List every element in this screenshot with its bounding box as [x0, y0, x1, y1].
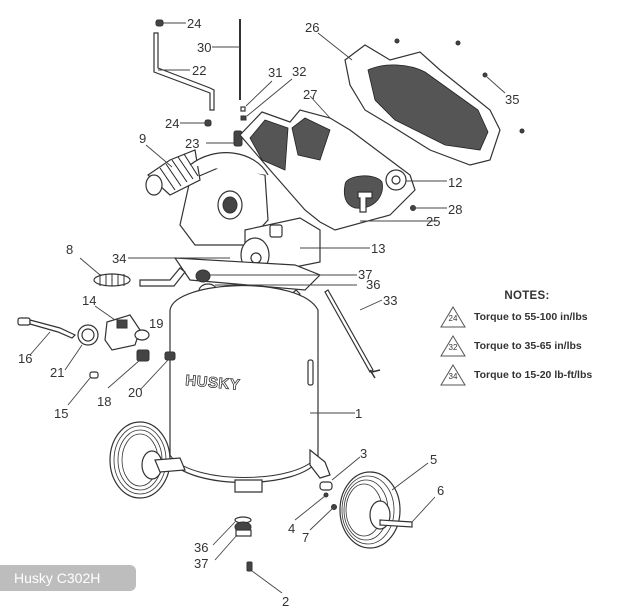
power-cord-16	[17, 317, 77, 356]
notes-panel: NOTES: 24 Torque to 55-100 in/lbs 32 Tor…	[440, 290, 624, 389]
belt-guard-front-26	[317, 32, 501, 166]
notes-title: NOTES:	[504, 290, 550, 302]
callout-33: 33	[383, 293, 397, 308]
leader-lines-right	[360, 180, 447, 222]
callout-20: 20	[128, 385, 142, 400]
base-plate-34	[128, 257, 322, 291]
drain-valve-2	[246, 561, 283, 594]
part-19	[134, 329, 150, 341]
fitting-20	[139, 351, 176, 391]
note-text: Torque to 55-100 in/lbs	[474, 310, 588, 323]
callout-36: 36	[366, 277, 380, 292]
tube-22	[153, 32, 215, 111]
axle-6	[379, 496, 436, 528]
note-item: 32 Torque to 35-65 in/lbs	[440, 331, 624, 360]
callout-19: 19	[149, 316, 163, 331]
parts-31-32	[240, 78, 293, 121]
callout-8: 8	[66, 242, 73, 257]
callout-15: 15	[54, 406, 68, 421]
callout-9: 9	[139, 131, 146, 146]
callout-2: 2	[282, 594, 289, 609]
pump-head-9	[145, 144, 269, 246]
callout-37: 37	[358, 267, 372, 282]
fitting-18	[107, 349, 150, 389]
note-ref: 24	[448, 313, 458, 323]
belt-guard-back-27	[239, 95, 416, 231]
nut-24-mid	[180, 119, 212, 127]
hose-33	[324, 289, 383, 379]
fitting-23	[206, 130, 243, 147]
callout-36: 36	[194, 540, 208, 555]
note-item: 34 Torque to 15-20 lb-ft/lbs	[440, 360, 624, 389]
callout-30: 30	[197, 40, 211, 55]
nut-7	[309, 504, 337, 531]
triangle-icon: 24	[440, 305, 466, 328]
callout-1: 1	[355, 406, 362, 421]
model-caption: Husky C302H	[0, 565, 136, 591]
foot-3	[319, 456, 361, 491]
nut-24-top	[155, 19, 186, 27]
brand-label: HUSKY	[185, 372, 241, 394]
callout-27: 27	[303, 87, 317, 102]
triangle-icon: 34	[440, 363, 466, 386]
pressure-switch-14	[94, 305, 141, 351]
note-ref: 34	[448, 371, 458, 381]
callout-37: 37	[194, 556, 208, 571]
note-item: 24 Torque to 55-100 in/lbs	[440, 302, 624, 331]
callout-22: 22	[192, 63, 206, 78]
callout-21: 21	[50, 365, 64, 380]
callout-18: 18	[97, 394, 111, 409]
callout-28: 28	[448, 202, 462, 217]
callout-4: 4	[288, 521, 295, 536]
drain-fittings-36-37	[212, 516, 252, 561]
callout-24: 24	[165, 116, 179, 131]
note-text: Torque to 35-65 in/lbs	[474, 339, 582, 352]
tank-1: HUSKY	[169, 285, 355, 493]
callout-12: 12	[448, 175, 462, 190]
callout-5: 5	[430, 452, 437, 467]
wheel-left	[109, 421, 186, 499]
screws-35	[394, 38, 525, 134]
callout-32: 32	[292, 64, 306, 79]
gauge-21	[64, 324, 99, 371]
note-ref: 32	[448, 342, 458, 352]
callout-3: 3	[360, 446, 367, 461]
callout-7: 7	[302, 530, 309, 545]
wheel-5	[339, 462, 429, 549]
callout-14: 14	[82, 293, 96, 308]
triangle-icon: 32	[440, 334, 466, 357]
callout-34: 34	[112, 251, 126, 266]
dipstick-30	[212, 19, 241, 100]
bolt-4	[294, 492, 329, 521]
callout-35: 35	[505, 92, 519, 107]
callout-26: 26	[305, 20, 319, 35]
part-15	[67, 371, 99, 406]
note-text: Torque to 15-20 lb-ft/lbs	[474, 368, 593, 381]
callout-31: 31	[268, 65, 282, 80]
callout-24: 24	[187, 16, 201, 31]
callout-16: 16	[18, 351, 32, 366]
callout-23: 23	[185, 136, 199, 151]
callout-13: 13	[371, 241, 385, 256]
callout-6: 6	[437, 483, 444, 498]
callout-25: 25	[426, 214, 440, 229]
